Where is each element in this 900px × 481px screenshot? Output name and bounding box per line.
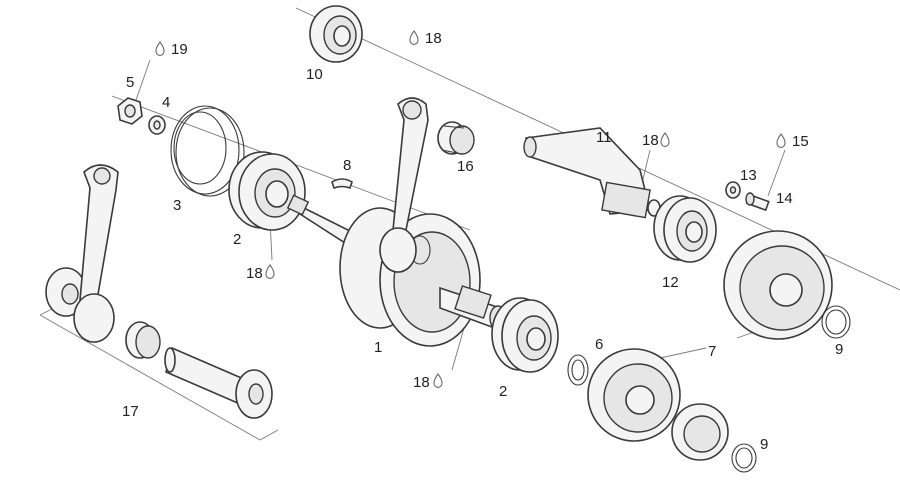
gear-7-right [723,230,833,340]
label-9a: 9 [835,341,843,358]
label-1: 1 [374,339,382,356]
key-8 [331,178,353,190]
label-11: 11 [596,129,612,146]
oil-drop-icon [409,30,419,46]
connecting-rod-kit-17 [45,164,273,419]
circlip-9-right [821,305,851,339]
label-18b: 18 [642,132,659,149]
washer-13 [725,181,741,199]
label-7a: 7 [708,343,716,360]
oil-drop-icon [265,264,275,280]
needle-bearing-16 [437,121,475,155]
label-2b: 2 [499,383,507,400]
leader-lines [39,7,900,441]
ring-3 [170,105,245,197]
label-5: 5 [126,74,134,91]
bolt-14 [745,192,770,212]
circlip-9-lower [731,443,757,473]
washer-4 [148,115,166,135]
label-17: 17 [122,403,139,420]
nut-5 [117,97,143,125]
shaft-11 [523,127,661,219]
washer-6 [567,354,589,386]
oil-drop-icon [776,133,786,149]
bearing-10 [309,5,363,63]
label-9b: 9 [760,436,768,453]
gear-small [671,403,729,461]
connecting-rod-top [379,97,429,273]
label-18c: 18 [246,265,263,282]
gear-7-lower [587,348,681,442]
label-15: 15 [792,133,809,150]
label-4: 4 [162,94,170,111]
part-labels: 1 2 2 3 4 5 6 7 8 9 9 10 11 12 13 14 15 … [122,30,843,453]
label-13: 13 [740,167,757,184]
label-12: 12 [662,274,679,291]
label-14: 14 [776,190,793,207]
label-2a: 2 [233,231,241,248]
oil-drop-icons [155,30,786,389]
label-19: 19 [171,41,188,58]
bearing-2-lower [491,297,559,373]
label-3: 3 [173,197,181,214]
label-16: 16 [457,158,474,175]
label-8: 8 [343,157,351,174]
label-10: 10 [306,66,323,83]
oil-drop-icon [155,41,165,57]
label-18d: 18 [413,374,430,391]
label-18a: 18 [425,30,442,47]
bearing-2-left [228,151,306,231]
oil-drop-icon [433,373,443,389]
bearing-12 [653,195,717,263]
oil-drop-icon [660,132,670,148]
label-6: 6 [595,336,603,353]
